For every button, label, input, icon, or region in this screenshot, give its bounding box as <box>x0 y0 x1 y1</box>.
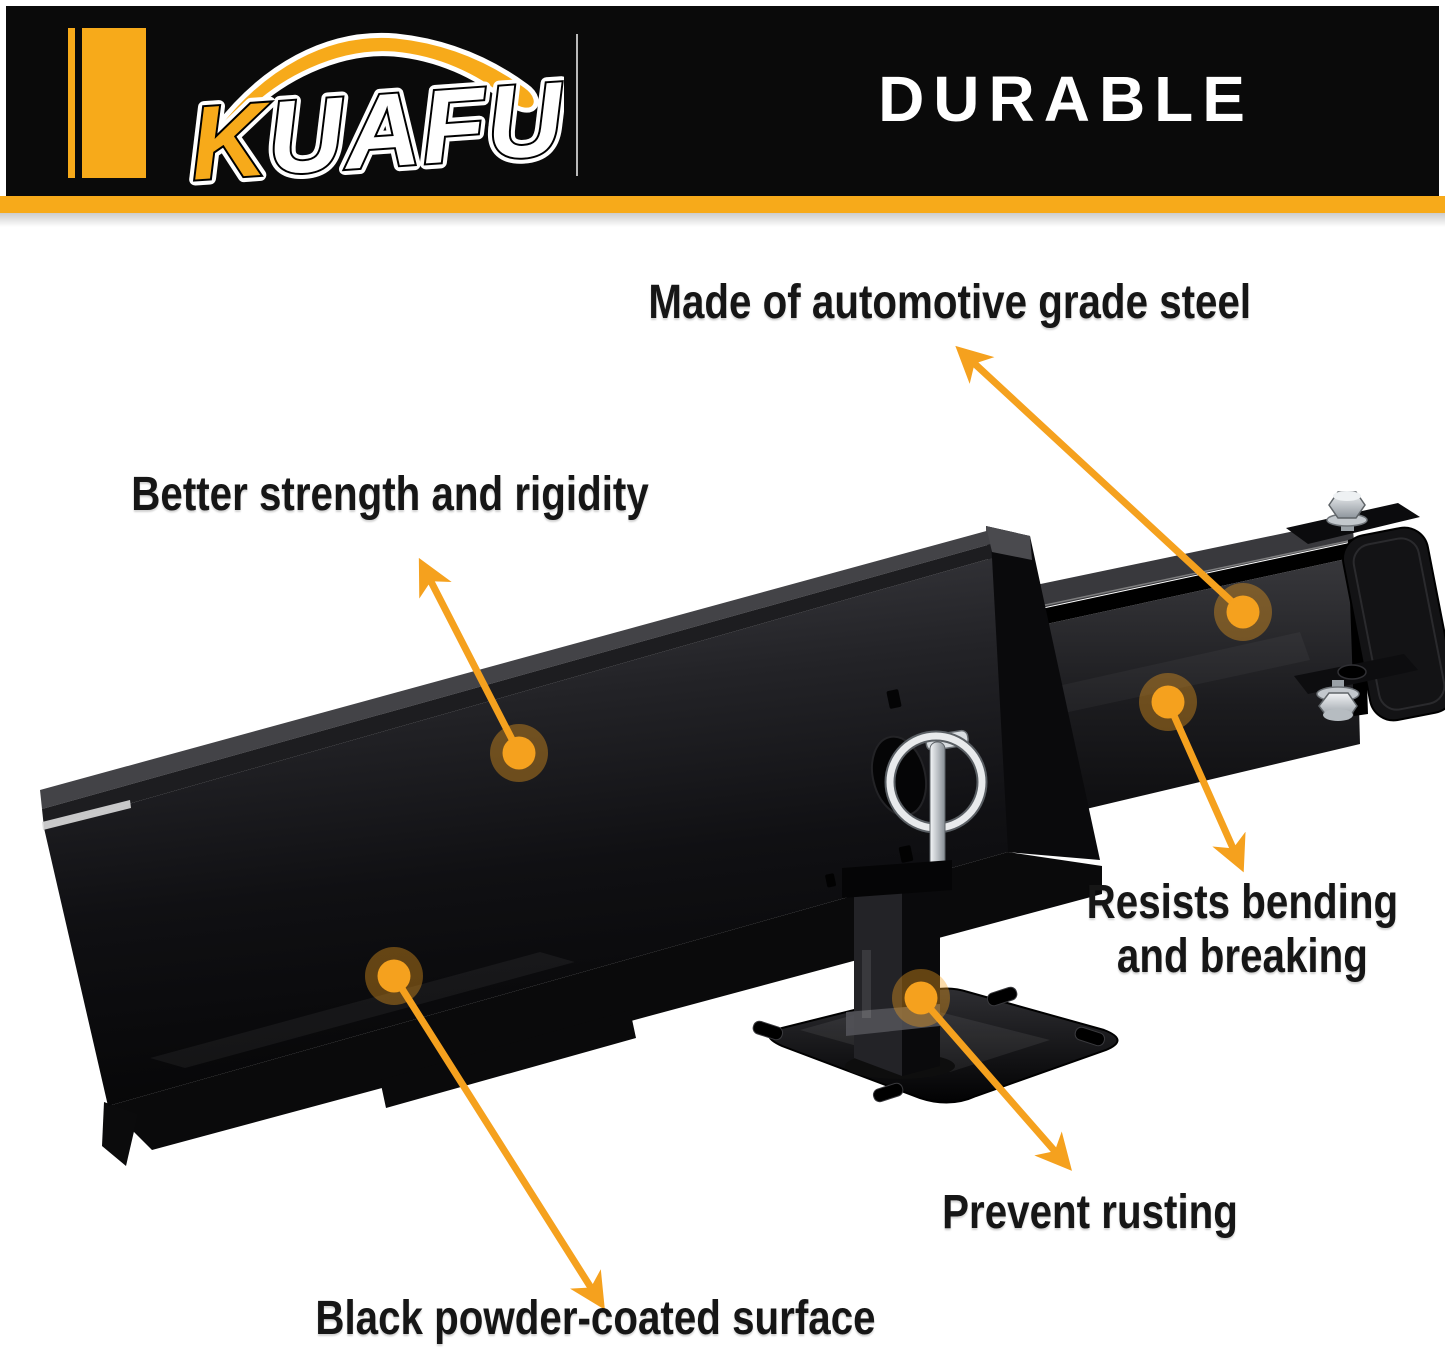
bottom-bolt <box>1294 654 1418 721</box>
label-automotive-steel: Made of automotive grade steel <box>648 276 1252 329</box>
label-powder-coated: Black powder-coated surface <box>314 1292 876 1345</box>
header-bar: KUAFU KUAFU DURABLE <box>6 6 1439 202</box>
label-strength-rigidity: Better strength and rigidity <box>131 468 649 521</box>
drawbar-tube <box>1002 519 1360 828</box>
label-prevent-rusting: Prevent rusting <box>942 1186 1238 1239</box>
accent-bar-thin <box>68 28 75 178</box>
channel-bottom-rail <box>102 852 1102 1166</box>
callout-dots <box>365 583 1272 1027</box>
callout-arrow-coating <box>390 972 605 1310</box>
pedestal-base <box>752 860 1119 1104</box>
callouts <box>390 345 1247 1310</box>
top-bolt <box>1286 491 1420 544</box>
logo-text-halo: KUAFU <box>187 61 564 202</box>
channel-panel <box>40 526 1032 1106</box>
bar-shadow <box>0 213 1445 227</box>
callout-dot-rust <box>892 969 950 1027</box>
callout-arrow-rust <box>917 994 1072 1171</box>
accent-bar-wide <box>82 28 146 178</box>
callout-arrow-steel <box>955 345 1247 616</box>
callout-dot-strength <box>490 724 548 782</box>
channel-end-face <box>986 526 1100 860</box>
callout-dot-steel <box>1214 583 1272 641</box>
callout-dot-bending <box>1139 673 1197 731</box>
callout-dot-coating <box>365 947 423 1005</box>
pedestal-post-left <box>854 884 902 1076</box>
label-resists-bending: Resists bending and breaking <box>1086 876 1399 983</box>
logo-text: KUAFU <box>187 61 564 202</box>
logo-swoosh-icon <box>212 32 539 136</box>
callout-arrow-strength <box>418 557 523 757</box>
header-divider <box>576 34 578 176</box>
kuafu-logo: KUAFU KUAFU <box>181 32 564 202</box>
callout-arrow-bending <box>1164 698 1246 873</box>
accent-underline-bar <box>0 196 1445 213</box>
headline: DURABLE <box>878 63 1254 135</box>
hitch-pin <box>870 729 988 871</box>
